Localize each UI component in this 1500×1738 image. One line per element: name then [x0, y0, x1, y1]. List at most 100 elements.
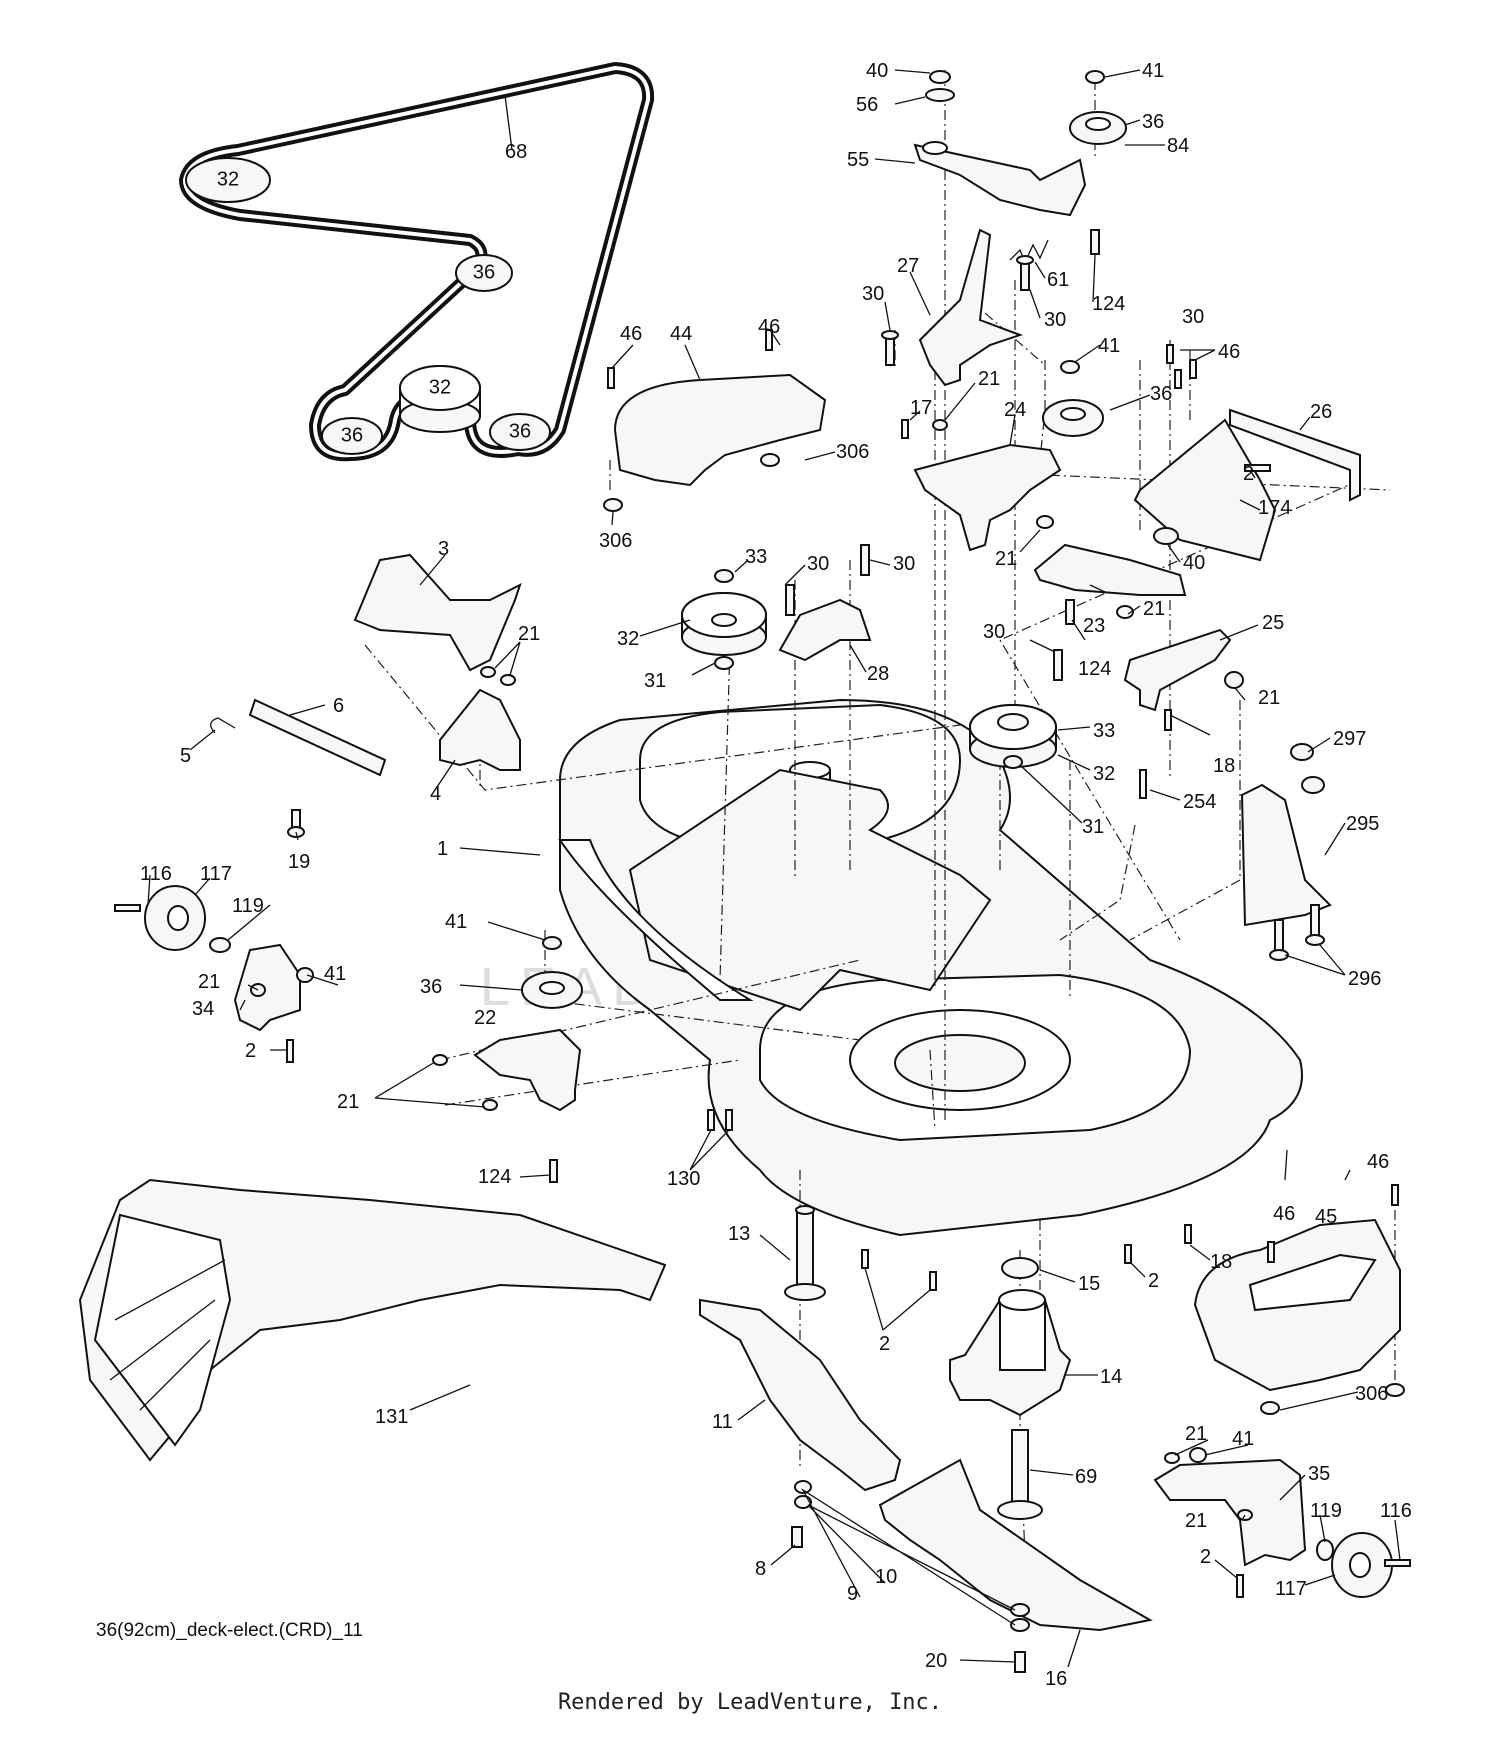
belt-pulley-label: 36: [473, 261, 495, 283]
belt-diagram: 32 36 32 36 36: [179, 62, 655, 462]
callout: 41: [1232, 1428, 1254, 1450]
callout: 124: [478, 1166, 511, 1188]
callout: 21: [198, 971, 220, 993]
callout: 116: [1380, 1500, 1412, 1522]
callout: 17: [910, 397, 932, 419]
belt-pulley: 32: [185, 157, 271, 203]
callout: 2: [1243, 463, 1254, 485]
mower-deck-housing: [558, 698, 1303, 1237]
callout: 28: [867, 663, 889, 685]
callout-labels: 68 40 56 41 36 84 55 61 124 27 30 30 30 …: [140, 60, 1412, 1690]
callout: 61: [1047, 269, 1069, 291]
callout: 30: [807, 553, 829, 575]
callout: 46: [620, 323, 642, 345]
callout: 2: [879, 1333, 890, 1355]
callout: 30: [1182, 306, 1204, 328]
callout: 18: [1213, 755, 1235, 777]
callout: 6: [333, 695, 344, 717]
callout: 15: [1078, 1273, 1100, 1295]
callout: 306: [1355, 1383, 1388, 1405]
callout: 33: [745, 546, 767, 568]
callout: 21: [978, 368, 1000, 390]
callout: 41: [324, 963, 346, 985]
callout: 119: [1310, 1500, 1342, 1522]
callout: 124: [1092, 293, 1125, 315]
callout: 9: [847, 1583, 858, 1605]
callout: 25: [1262, 612, 1284, 634]
callout: 2: [1148, 1270, 1159, 1292]
callout: 16: [1045, 1668, 1067, 1690]
callout: 46: [1367, 1151, 1389, 1173]
callout: 13: [728, 1223, 750, 1245]
callout: 306: [599, 530, 632, 552]
callout: 5: [180, 745, 191, 767]
callout: 69: [1075, 1466, 1097, 1488]
callout: 21: [1185, 1510, 1207, 1532]
callout: 45: [1315, 1206, 1337, 1228]
callout: 296: [1348, 968, 1381, 990]
callout: 21: [518, 623, 540, 645]
callout: 24: [1004, 399, 1026, 421]
diagram-caption: 36(92cm)_deck-elect.(CRD)_11: [96, 1620, 363, 1641]
callout: 1: [437, 838, 448, 860]
callout: 31: [1082, 816, 1104, 838]
callout: 130: [667, 1168, 700, 1190]
callout: 41: [1098, 335, 1120, 357]
callout: 22: [474, 1007, 496, 1029]
callout: 68: [505, 141, 527, 163]
callout: 41: [1142, 60, 1164, 82]
callout: 19: [288, 851, 310, 873]
callout: 27: [897, 255, 919, 277]
callout: 117: [200, 863, 232, 885]
callout: 34: [192, 998, 214, 1020]
callout: 55: [847, 149, 869, 171]
hardware-parts: [78, 70, 1411, 1673]
callout: 21: [337, 1091, 359, 1113]
callout: 131: [375, 1406, 408, 1428]
belt-pulley-label: 36: [509, 420, 531, 442]
callout: 36: [1150, 383, 1172, 405]
callout: 30: [1044, 309, 1066, 331]
callout: 116: [140, 863, 172, 885]
callout: 56: [856, 94, 878, 116]
callout: 21: [995, 548, 1017, 570]
callout: 117: [1275, 1578, 1307, 1600]
leader-lines: [147, 69, 1401, 1668]
callout: 20: [925, 1650, 947, 1672]
callout: 297: [1333, 728, 1366, 750]
callout: 124: [1078, 658, 1111, 680]
callout: 36: [420, 976, 442, 998]
callout: 31: [644, 670, 666, 692]
callout: 40: [1183, 552, 1205, 574]
callout: 23: [1083, 615, 1105, 637]
belt-pulley: 36: [489, 413, 551, 451]
belt-pulley-label: 32: [217, 168, 239, 190]
callout: 2: [1200, 1546, 1211, 1568]
callout: 11: [712, 1411, 733, 1433]
callout: 32: [617, 628, 639, 650]
callout: 32: [1093, 763, 1115, 785]
callout: 26: [1310, 401, 1332, 423]
callout: 33: [1093, 720, 1115, 742]
callout: 2: [245, 1040, 256, 1062]
callout: 40: [866, 60, 888, 82]
callout: 46: [1273, 1203, 1295, 1225]
callout: 44: [670, 323, 692, 345]
callout: 46: [758, 316, 780, 338]
belt-pulley: 36: [321, 417, 383, 455]
callout: 18: [1210, 1251, 1232, 1273]
callout: 84: [1167, 135, 1189, 157]
callout: 174: [1258, 497, 1291, 519]
belt-pulley: 36: [455, 254, 513, 292]
callout: 30: [862, 283, 884, 305]
callout: 10: [875, 1566, 897, 1588]
callout: 254: [1183, 791, 1216, 813]
callout: 295: [1346, 813, 1379, 835]
callout: 35: [1308, 1463, 1330, 1485]
callout: 14: [1100, 1366, 1122, 1388]
callout: 41: [445, 911, 467, 933]
callout: 306: [836, 441, 869, 463]
callout: 119: [232, 895, 264, 917]
belt-pulley: 32: [399, 365, 481, 433]
